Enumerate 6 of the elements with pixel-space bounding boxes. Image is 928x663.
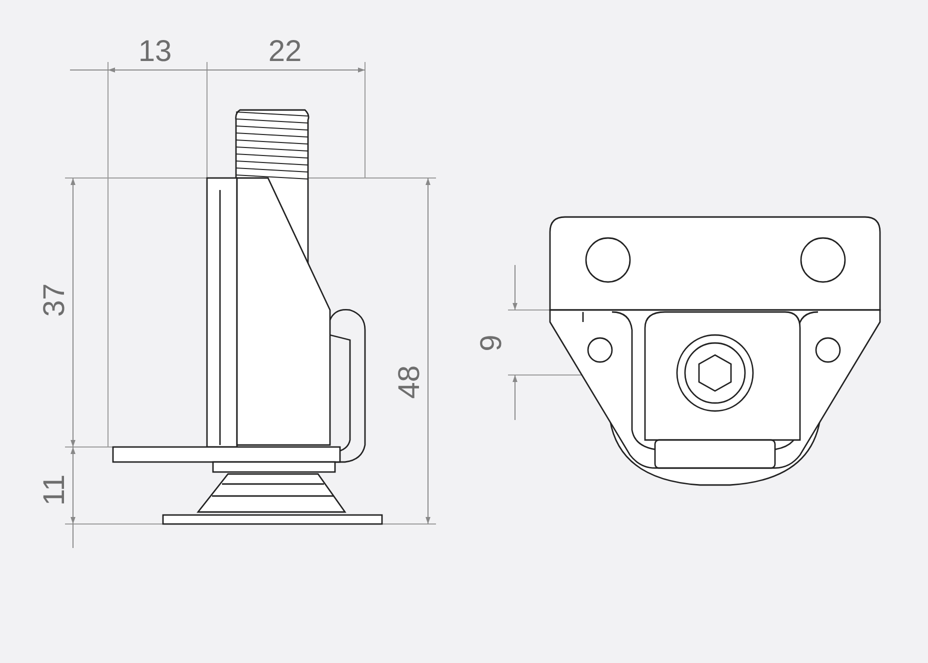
dimension-value: 22 <box>268 37 302 67</box>
dimension-value: 9 <box>477 334 507 352</box>
dimension-value: 37 <box>40 283 70 317</box>
dimension-value: 48 <box>395 365 425 399</box>
dimension-value: 11 <box>40 474 70 506</box>
dimension-value: 13 <box>138 37 172 67</box>
